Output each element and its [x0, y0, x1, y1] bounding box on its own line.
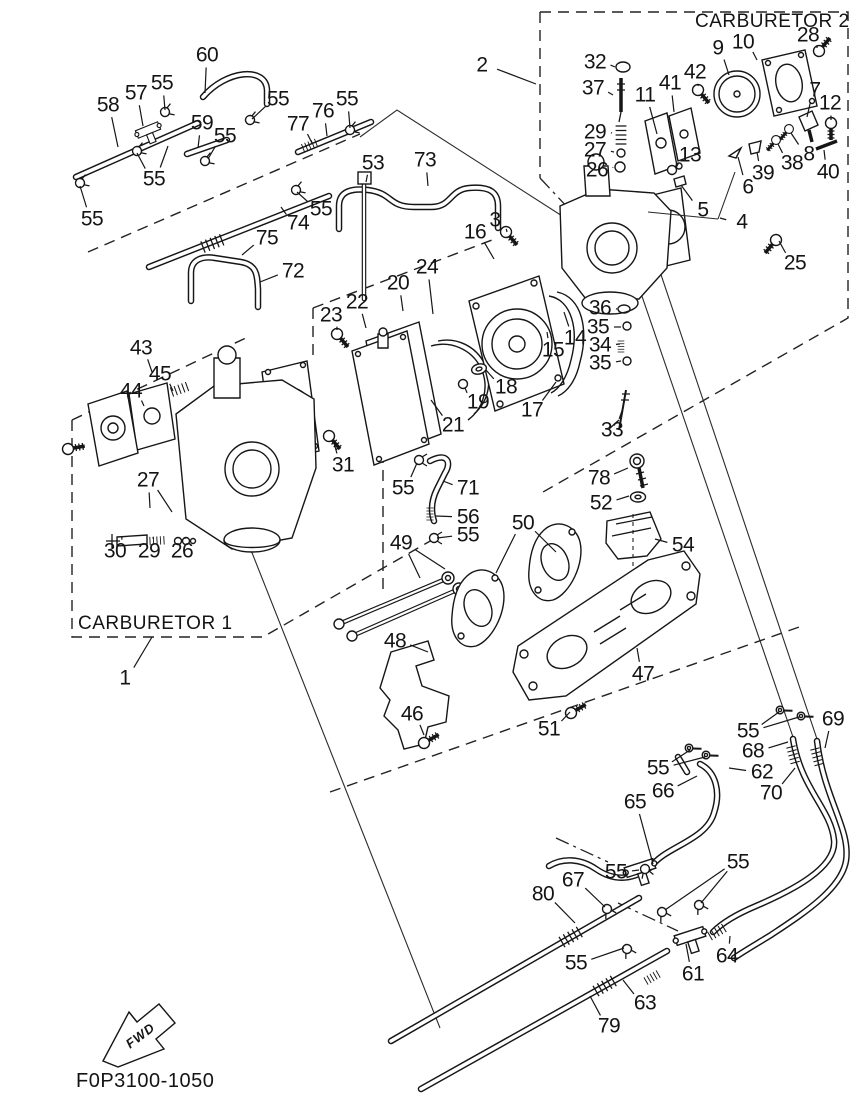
carburetor-2-label: CARBURETOR 2: [695, 11, 850, 32]
carburetor-1-label: CARBURETOR 1: [78, 613, 233, 634]
fwd-arrow: [102, 1003, 176, 1068]
intake-manifold-group: [333, 453, 701, 753]
part-code: F0P3100-1050: [76, 1070, 215, 1092]
carburetor-2-assembly: [559, 32, 839, 590]
carburetor-1-assembly: [59, 324, 354, 553]
dashed-boundaries: [71, 11, 849, 932]
